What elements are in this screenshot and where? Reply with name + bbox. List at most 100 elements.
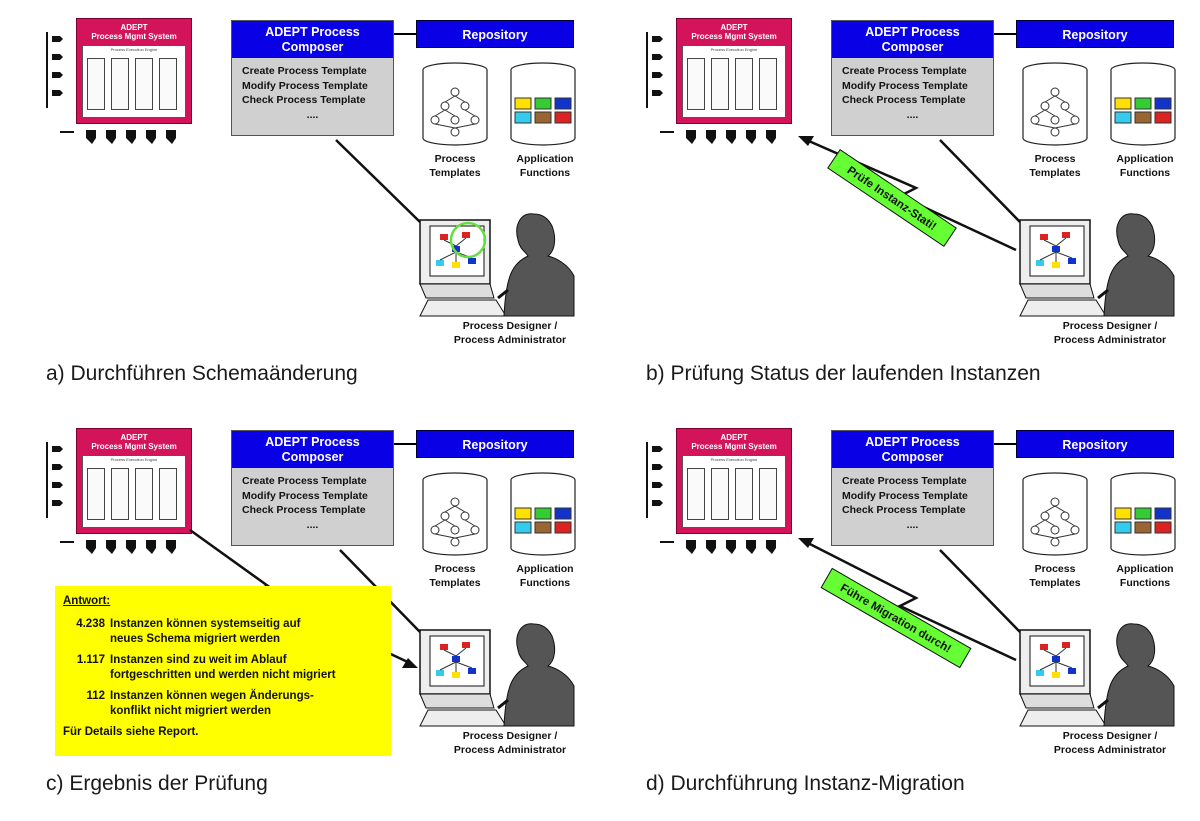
lane — [87, 58, 105, 110]
database-cylinder-icon — [1110, 62, 1176, 146]
pms-inner-caption: Process Execution Engine — [710, 457, 758, 462]
lane — [711, 58, 729, 110]
database-cylinder-icon — [510, 62, 576, 146]
lane — [111, 468, 129, 520]
database-cylinder-icon — [422, 62, 488, 146]
application-functions-line2: Functions — [519, 167, 571, 179]
pms-title-line2: Process Mgmt System — [691, 442, 777, 451]
composer-item-modify: Modify Process Template — [242, 489, 368, 502]
answer-text-line1: Instanzen können wegen Änderungs- — [110, 690, 314, 702]
answer-text-line1: Instanzen sind zu weit im Ablauf — [110, 654, 287, 666]
composer-title-line2: Composer — [881, 450, 944, 464]
composer-item-create: Create Process Template — [242, 65, 367, 77]
database-cylinder-icon — [422, 472, 488, 556]
process-execution-area: Process Execution Engine — [82, 455, 186, 528]
pms-inner-caption: Process Execution Engine — [710, 47, 758, 52]
bottom-hand-arrows — [60, 128, 200, 148]
application-functions-line1: Application — [516, 153, 574, 165]
composer-title-line2: Composer — [281, 450, 344, 464]
composer-item-more: .... — [306, 518, 319, 531]
pms-inner-caption: Process Execution Engine — [110, 457, 158, 462]
answer-text-line2: fortgeschritten und werden nicht migrier… — [110, 669, 336, 681]
role-line2: Process Administrator — [453, 743, 567, 756]
composer-title-line2: Composer — [281, 40, 344, 54]
answer-text-line2: konflikt nicht migriert werden — [110, 705, 272, 717]
pointing-hand-icon — [46, 32, 63, 108]
pms-title-line2: Process Mgmt System — [691, 32, 777, 41]
role-line2: Process Administrator — [1053, 333, 1167, 346]
process-templates-line2: Templates — [1029, 577, 1081, 589]
pms-title-line1: ADEPT — [120, 433, 148, 442]
composer-item-create: Create Process Template — [842, 475, 967, 487]
repository-box: Repository — [416, 20, 574, 48]
pointing-hand-icon — [60, 540, 176, 554]
repository-box: Repository — [416, 430, 574, 458]
answer-text-line1: Instanzen können systemseitig auf — [110, 618, 301, 630]
lane — [687, 468, 705, 520]
composer-title-line1: ADEPT Process — [865, 25, 960, 39]
panel-caption: c) Ergebnis der Prüfung — [46, 772, 268, 795]
role-line1: Process Designer / — [1062, 730, 1158, 742]
answer-title: Antwort: — [63, 595, 111, 607]
side-hand-arrows — [644, 440, 674, 520]
lightning-message-line — [801, 538, 1017, 662]
composer-item-modify: Modify Process Template — [242, 79, 368, 92]
composer-item-modify: Modify Process Template — [842, 489, 968, 502]
lightning-message-line — [801, 136, 1017, 252]
answer-count: 4.238 — [76, 618, 105, 630]
process-templates-line1: Process — [1034, 153, 1076, 165]
lane — [759, 58, 777, 110]
process-templates-line2: Templates — [1029, 167, 1081, 179]
process-templates-line2: Templates — [429, 167, 481, 179]
role-label: Process Designer /Process Administrator — [430, 320, 590, 347]
side-hand-arrows — [44, 440, 74, 520]
process-templates-line1: Process — [434, 153, 476, 165]
side-hand-arrows — [44, 30, 74, 110]
lane — [711, 468, 729, 520]
pms-title-line1: ADEPT — [720, 23, 748, 32]
pointing-hand-icon — [660, 540, 776, 554]
lane — [87, 468, 105, 520]
message-banner: Führe Migration durch! — [820, 567, 972, 669]
composer-repository-connector — [394, 443, 416, 445]
message-banner-text: Prüfe Instanz-Stati! — [845, 165, 939, 234]
pms-inner-caption: Process Execution Engine — [110, 47, 158, 52]
composer-item-create: Create Process Template — [242, 475, 367, 487]
computer-workstation-icon — [1019, 213, 1175, 317]
application-functions-line1: Application — [1116, 153, 1174, 165]
answer-row: 112 Instanzen können wegen Änderungs-kon… — [63, 689, 383, 719]
database-cylinder-icon — [510, 472, 576, 556]
answer-count: 112 — [86, 690, 105, 702]
composer-item-more: .... — [906, 108, 919, 121]
composer-item-more: .... — [906, 518, 919, 531]
role-line2: Process Administrator — [453, 333, 567, 346]
repository-box: Repository — [1016, 430, 1174, 458]
role-line1: Process Designer / — [462, 320, 558, 332]
role-label: Process Designer /Process Administrator — [1030, 730, 1190, 757]
application-functions-line2: Functions — [1119, 577, 1171, 589]
role-line1: Process Designer / — [462, 730, 558, 742]
pointing-hand-icon — [60, 130, 176, 144]
lane — [135, 58, 153, 110]
bottom-hand-arrows — [660, 128, 800, 148]
composer-item-check: Check Process Template — [242, 94, 366, 106]
process-execution-area: Process Execution Engine — [682, 45, 786, 118]
pms-title-line2: Process Mgmt System — [91, 32, 177, 41]
composer-title-line2: Composer — [881, 40, 944, 54]
panel-caption: a) Durchführen Schemaänderung — [46, 362, 358, 385]
pointing-hand-icon — [646, 442, 663, 518]
